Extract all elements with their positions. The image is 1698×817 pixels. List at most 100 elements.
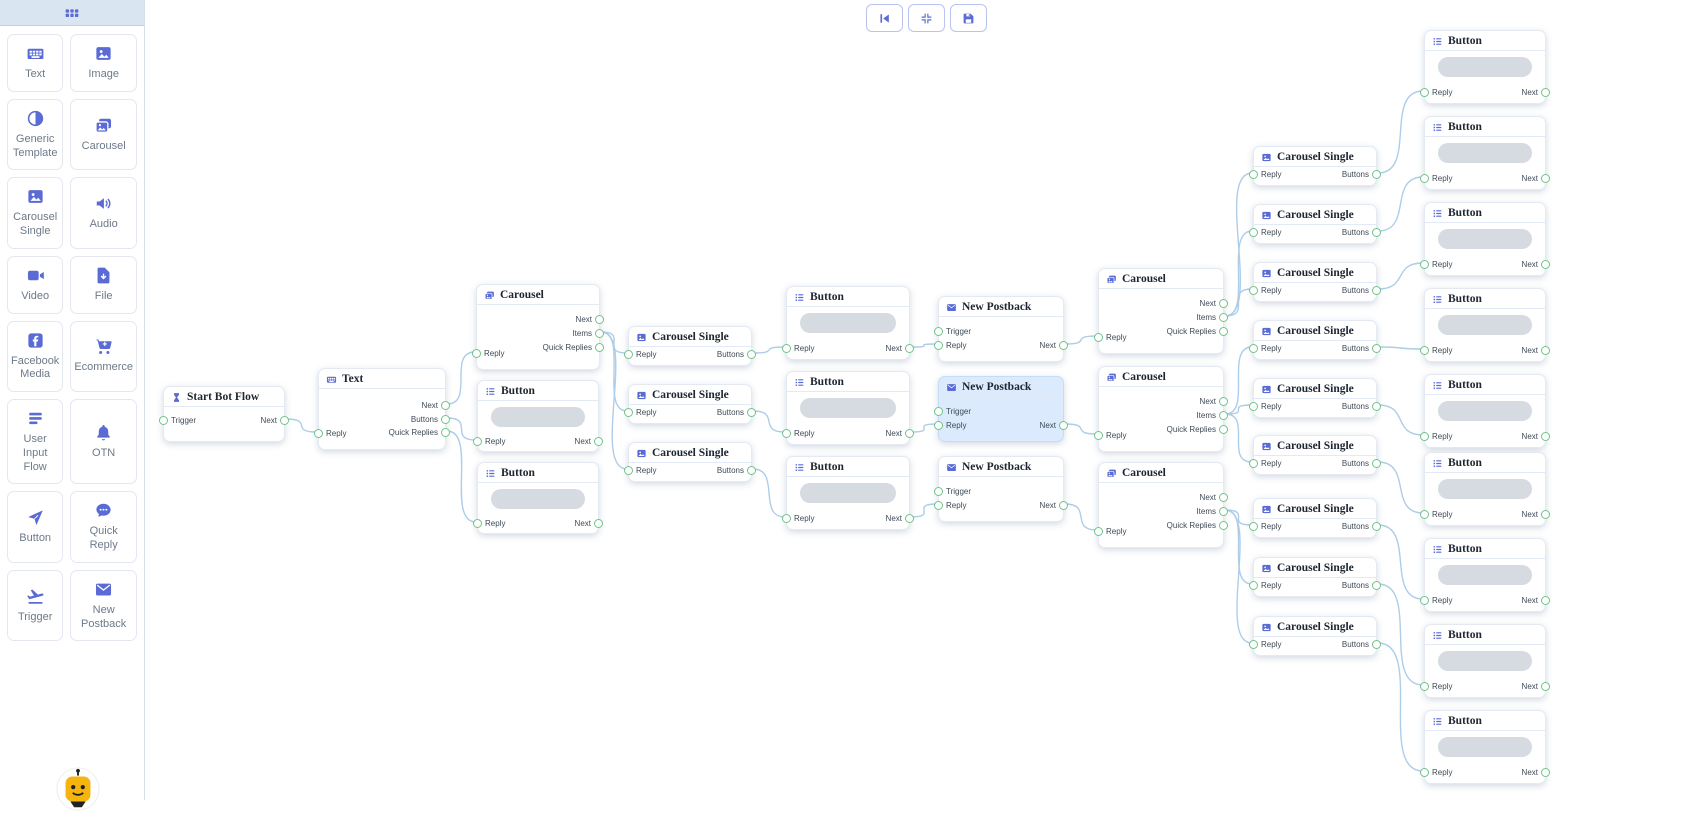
sidebar-item-trigger[interactable]: Trigger <box>7 570 63 642</box>
port-items[interactable] <box>1219 507 1228 516</box>
port-next[interactable] <box>1541 596 1550 605</box>
port-items[interactable] <box>595 329 604 338</box>
port-next[interactable] <box>595 315 604 324</box>
port-reply[interactable] <box>782 429 791 438</box>
sidebar-item-new-postback[interactable]: New Postback <box>70 570 137 642</box>
port-buttons[interactable] <box>441 415 450 424</box>
port-next[interactable] <box>1541 768 1550 777</box>
port-reply[interactable] <box>314 429 323 438</box>
bot-mascot-button[interactable] <box>55 766 101 812</box>
port-items[interactable] <box>1219 313 1228 322</box>
sidebar-item-carousel-single[interactable]: Carousel Single <box>7 177 63 249</box>
port-next[interactable] <box>594 519 603 528</box>
port-trigger[interactable] <box>934 327 943 336</box>
port-next[interactable] <box>594 437 603 446</box>
port-reply[interactable] <box>1420 768 1429 777</box>
port-reply[interactable] <box>1420 596 1429 605</box>
port-next[interactable] <box>1059 341 1068 350</box>
port-quick_replies[interactable] <box>1219 327 1228 336</box>
port-next[interactable] <box>1541 174 1550 183</box>
port-reply[interactable] <box>1249 522 1258 531</box>
port-next[interactable] <box>1541 682 1550 691</box>
sidebar-item-ecommerce[interactable]: Ecommerce <box>70 321 137 393</box>
sidebar-item-audio[interactable]: Audio <box>70 177 137 249</box>
port-buttons[interactable] <box>1372 344 1381 353</box>
go-to-start-button[interactable] <box>866 4 903 32</box>
port-reply[interactable] <box>1094 527 1103 536</box>
port-reply[interactable] <box>624 408 633 417</box>
port-reply[interactable] <box>934 421 943 430</box>
port-next[interactable] <box>1059 421 1068 430</box>
port-reply[interactable] <box>934 501 943 510</box>
port-buttons[interactable] <box>1372 581 1381 590</box>
port-reply[interactable] <box>473 437 482 446</box>
port-reply[interactable] <box>1094 431 1103 440</box>
port-quick_replies[interactable] <box>1219 425 1228 434</box>
port-buttons[interactable] <box>747 466 756 475</box>
port-next[interactable] <box>1219 299 1228 308</box>
port-next[interactable] <box>1541 260 1550 269</box>
port-buttons[interactable] <box>1372 228 1381 237</box>
port-next[interactable] <box>280 416 289 425</box>
port-reply[interactable] <box>1249 344 1258 353</box>
port-next[interactable] <box>1219 397 1228 406</box>
port-quick_replies[interactable] <box>441 428 450 437</box>
port-trigger[interactable] <box>159 416 168 425</box>
sidebar-item-carousel[interactable]: Carousel <box>70 99 137 171</box>
sidebar-item-facebook-media[interactable]: Facebook Media <box>7 321 63 393</box>
port-next[interactable] <box>1059 501 1068 510</box>
port-next[interactable] <box>441 401 450 410</box>
port-buttons[interactable] <box>1372 459 1381 468</box>
port-quick_replies[interactable] <box>595 343 604 352</box>
port-reply[interactable] <box>624 350 633 359</box>
sidebar-item-video[interactable]: Video <box>7 256 63 314</box>
sidebar-item-otn[interactable]: OTN <box>70 399 137 484</box>
port-reply[interactable] <box>624 466 633 475</box>
port-reply[interactable] <box>1249 459 1258 468</box>
port-reply[interactable] <box>473 519 482 528</box>
port-reply[interactable] <box>782 344 791 353</box>
port-next[interactable] <box>1541 346 1550 355</box>
fit-view-button[interactable] <box>908 4 945 32</box>
port-reply[interactable] <box>1420 88 1429 97</box>
sidebar-item-user-input-flow[interactable]: User Input Flow <box>7 399 63 484</box>
port-next[interactable] <box>905 514 914 523</box>
port-reply[interactable] <box>1249 170 1258 179</box>
port-reply[interactable] <box>1420 346 1429 355</box>
port-reply[interactable] <box>1094 333 1103 342</box>
save-flow-button[interactable] <box>950 4 987 32</box>
port-reply[interactable] <box>934 341 943 350</box>
port-reply[interactable] <box>1420 682 1429 691</box>
port-trigger[interactable] <box>934 487 943 496</box>
port-next[interactable] <box>1541 88 1550 97</box>
port-next[interactable] <box>1219 493 1228 502</box>
port-reply[interactable] <box>1249 286 1258 295</box>
